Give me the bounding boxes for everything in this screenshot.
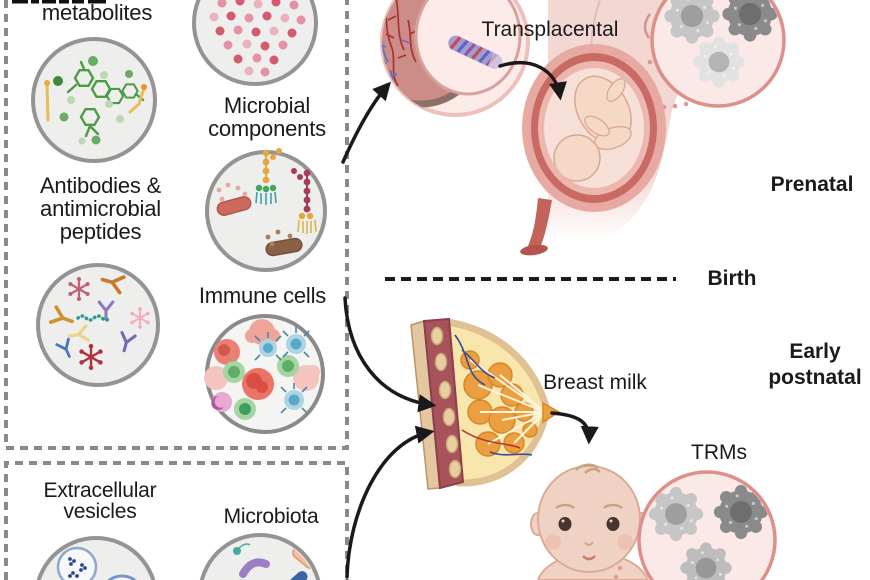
extracellular-vesicles-label: Extracellular vesicles: [43, 479, 157, 523]
breast-milk-label: Breast milk: [543, 371, 647, 394]
fetus-icon: [553, 75, 632, 182]
breast-vessels-icon: [454, 334, 533, 456]
milk-ducts-icon: [469, 359, 546, 445]
metabolites-icon: [31, 37, 157, 163]
maternal-factors-box-2: [4, 461, 349, 580]
trms-label: TRMs: [691, 441, 747, 464]
arrow-breastmilk-to-baby: [550, 411, 599, 445]
birth-label: Birth: [707, 267, 757, 290]
arrow-box2-to-breast: [345, 425, 435, 579]
flow-arrows: [341, 61, 599, 579]
peptide-squiggle-icon: [76, 314, 112, 322]
maternal-factors-box-1: [4, 0, 349, 450]
metabolites-label: metabolites: [41, 0, 153, 25]
fetus-in-womb-illustration: [520, 44, 666, 256]
trms-zoom-bubble: [637, 470, 777, 580]
ribs-icon: [430, 326, 462, 479]
antibodies-label: Antibodies & antimicrobial peptides: [39, 173, 162, 244]
placenta-icon: [382, 0, 522, 108]
dendritic-cell-icon: [280, 383, 308, 414]
cervix-icon: [528, 198, 552, 248]
arrow-box-to-placenta: [341, 81, 392, 164]
breast-illustration: [410, 317, 561, 490]
maternal-cells-zoom-bubble: [650, 0, 786, 108]
immune-cells-label: Immune cells: [198, 283, 327, 308]
umbilical-cord-icon: [448, 35, 509, 74]
dendritic-cell-icon: [282, 327, 310, 358]
immune-cells-icon: [204, 314, 325, 434]
baby-illustration: [530, 463, 659, 580]
dendritic-cell-icon: [254, 332, 282, 361]
arrow-box1-to-breast: [343, 296, 437, 413]
prenatal-label: Prenatal: [770, 173, 854, 196]
microbiota-label: Microbiota: [223, 505, 319, 528]
extracellular-vesicles-icon: [36, 536, 156, 580]
lps-chain-icon: [255, 148, 282, 205]
microbial-metabolites-dots-icon: [192, 0, 318, 86]
antibodies-icon: [36, 263, 160, 387]
arrow-placenta-to-fetus: [498, 61, 567, 101]
placenta-zoom-bubble: [380, 0, 530, 117]
microbiota-icon: [199, 533, 321, 580]
lps-chain-icon: [291, 168, 317, 234]
cropped-text-fragment: [12, 0, 106, 4]
baby-hair-icon: [575, 463, 601, 474]
microbial-components-icon: [205, 148, 327, 272]
microbial-components-label: Microbial components: [208, 93, 326, 141]
transplacental-label: Transplacental: [481, 18, 619, 41]
early-postnatal-label: Early postnatal: [768, 340, 862, 389]
mother-arm-line: [643, 13, 652, 39]
